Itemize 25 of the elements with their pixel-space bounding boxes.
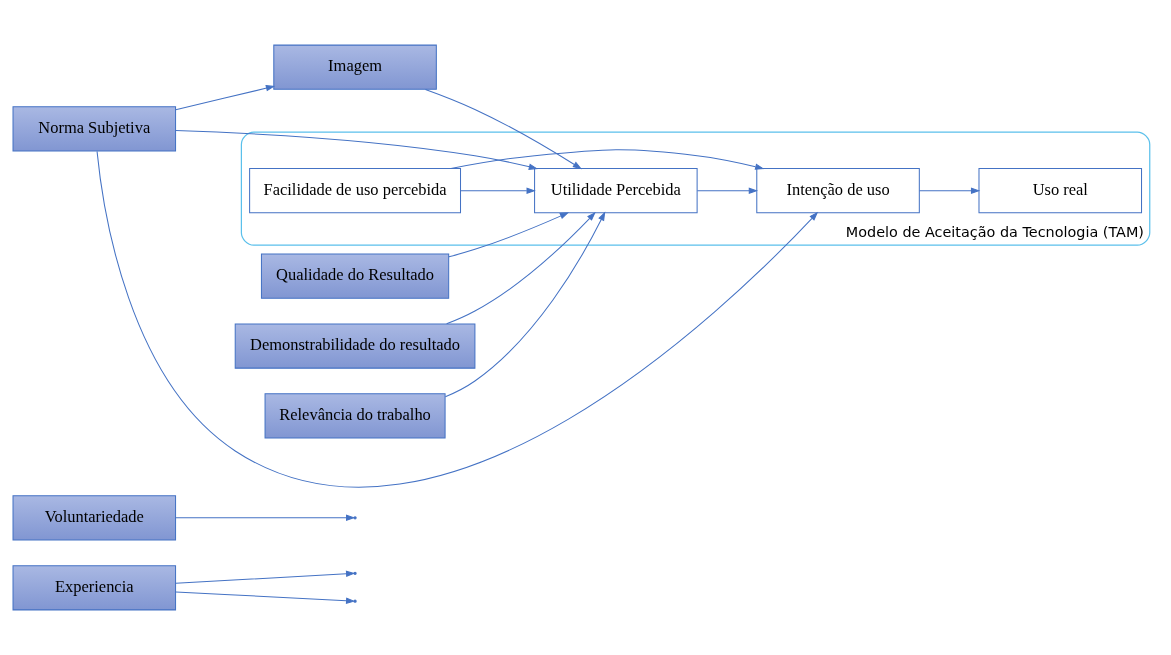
arrow — [919, 187, 981, 194]
arrow — [96, 150, 819, 488]
node-box: Uso real — [978, 168, 1143, 214]
node-box: Facilidade de uso percebida — [249, 168, 462, 214]
node-box: Norma Subjetiva — [12, 106, 177, 152]
node-box: Demonstrabilidade do resultado — [234, 323, 476, 369]
node-box: Imagem — [273, 44, 437, 90]
arrow — [175, 85, 276, 111]
arrow — [444, 211, 606, 398]
arrow — [696, 187, 758, 194]
arrow — [448, 212, 570, 258]
arrow — [460, 187, 536, 194]
arrow — [424, 88, 583, 170]
arrow — [446, 211, 596, 325]
arrow — [175, 130, 539, 170]
arrow — [175, 591, 356, 604]
arrow — [450, 149, 765, 170]
node-box: Voluntariedade — [12, 495, 177, 541]
arrow — [175, 514, 356, 522]
node-box: Qualidade do Resultado — [260, 253, 450, 299]
node-box: Intenção de uso — [756, 168, 920, 214]
node-box: Relevância do trabalho — [264, 393, 446, 439]
arrow — [175, 570, 356, 584]
node-box: Utilidade Percebida — [534, 168, 698, 214]
node-box: Experiencia — [12, 565, 177, 611]
